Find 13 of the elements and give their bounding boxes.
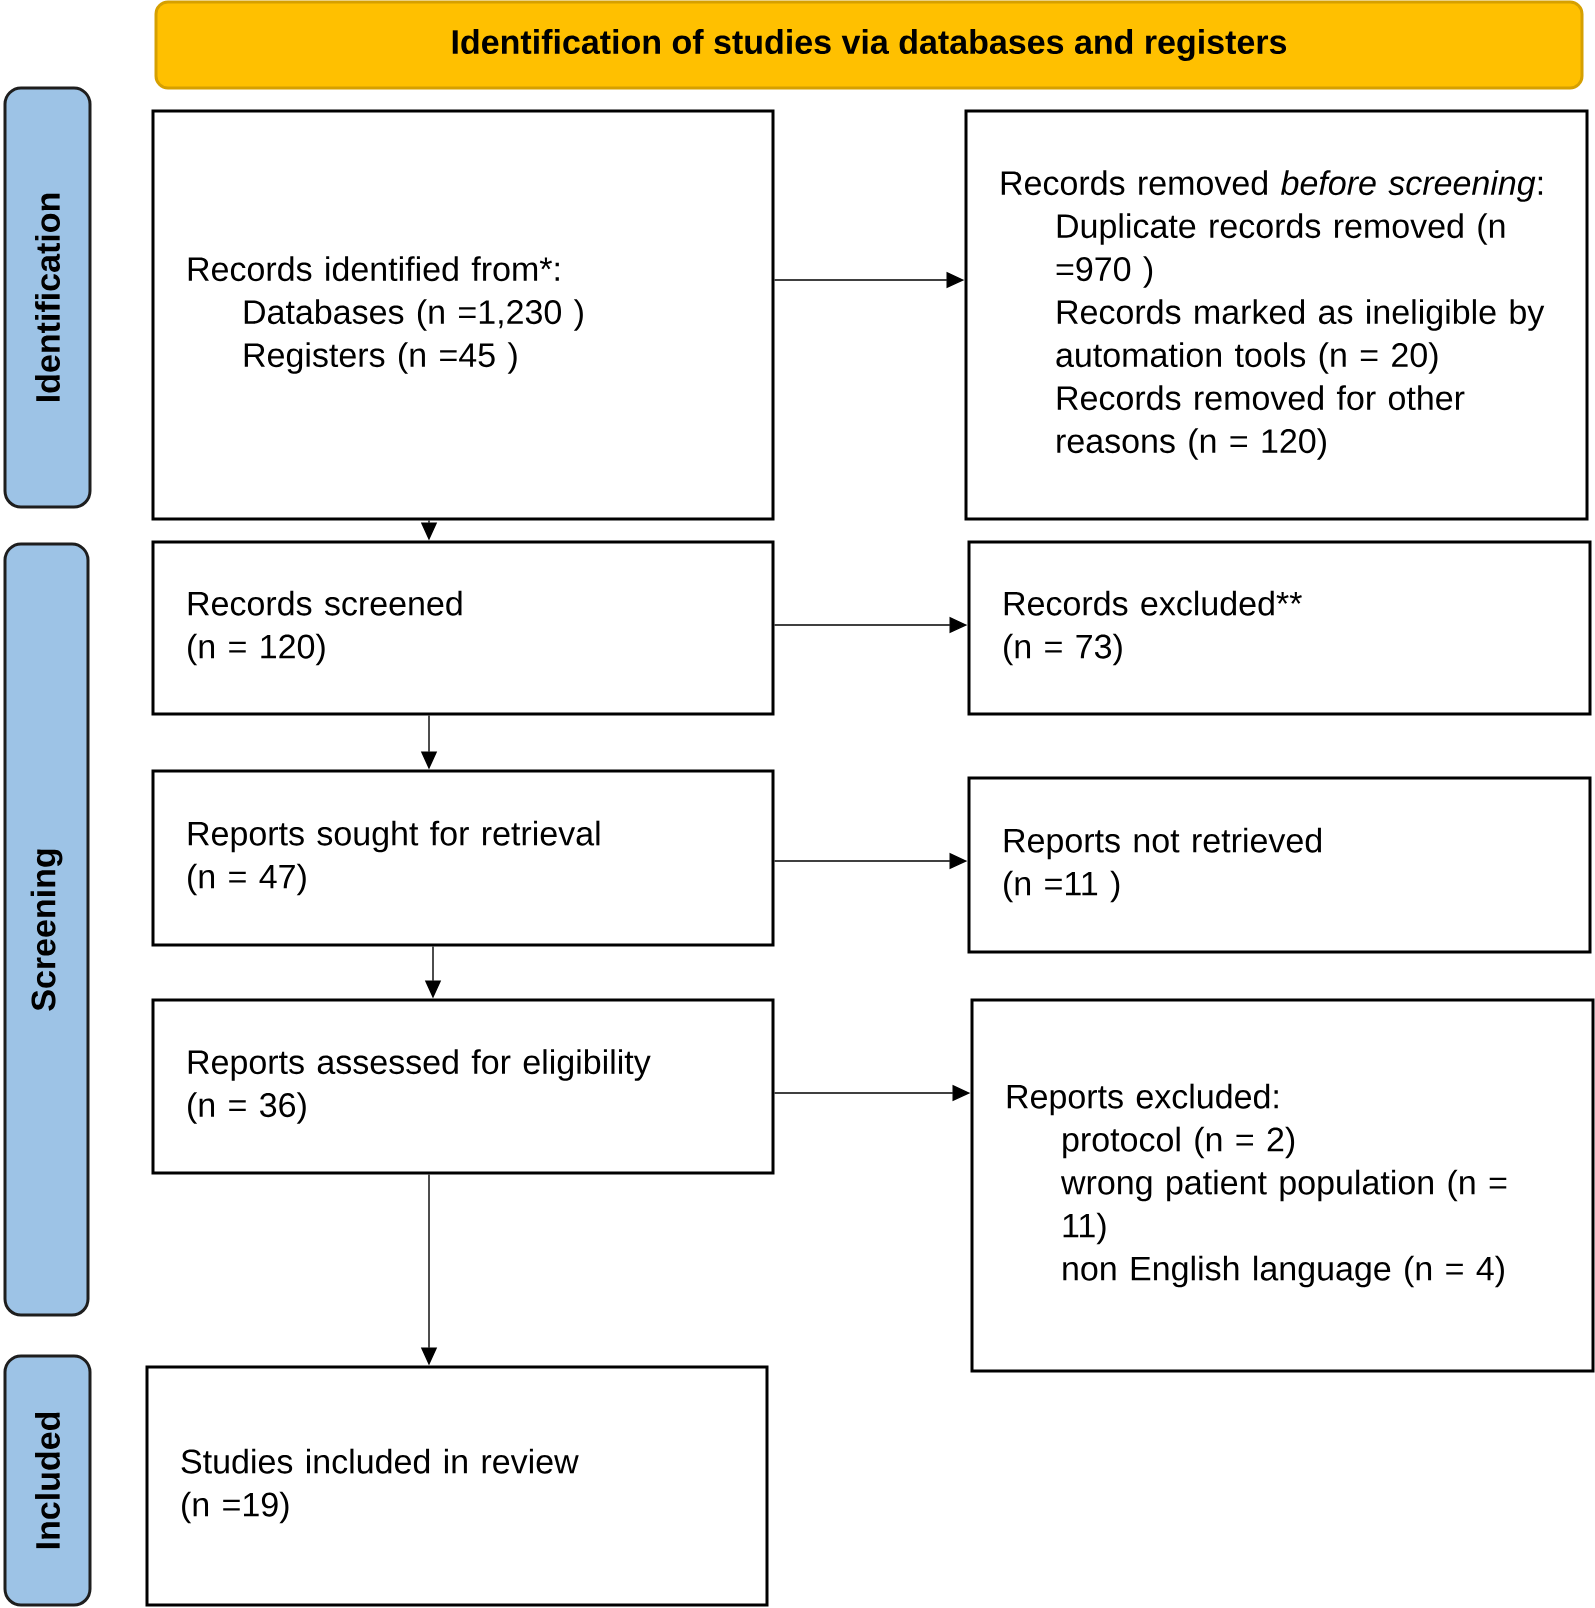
process-box: Studies included in review (n =19) bbox=[145, 1365, 769, 1607]
header-banner: Identification of studies via databases and registers bbox=[154, 0, 1584, 90]
phase-label: Screening bbox=[3, 542, 90, 1317]
phase-label: Identification bbox=[3, 86, 92, 509]
process-box: Reports assessed for eligibility (n = 36) bbox=[151, 998, 775, 1175]
process-box: Records screened (n = 120) bbox=[151, 540, 775, 716]
phase-label: Included bbox=[3, 1354, 92, 1607]
process-box: Records removed before screening: Duplicate records removed (n =970 ) Records marked as ineligible by automation tools (n = 20) Records removed for other reasons (n = 120) bbox=[964, 109, 1589, 521]
process-box: Records excluded** (n = 73) bbox=[967, 540, 1592, 716]
process-box: Reports not retrieved (n =11 ) bbox=[967, 776, 1592, 954]
process-box: Reports sought for retrieval (n = 47) bbox=[151, 769, 775, 947]
process-box: Records identified from*: Databases (n =1,230 ) Registers (n =45 ) bbox=[151, 109, 775, 521]
process-box: Reports excluded: protocol (n = 2) wrong patient population (n = 11) non English language (n = 4) bbox=[970, 998, 1595, 1373]
